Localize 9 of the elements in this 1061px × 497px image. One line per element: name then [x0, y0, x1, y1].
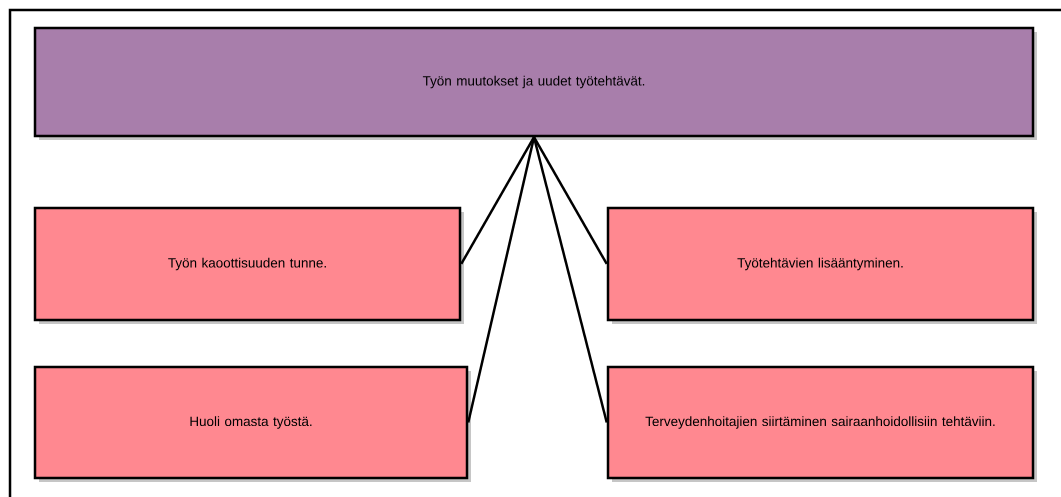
- connector-line: [532, 136, 608, 265]
- topic-box: Huoli omasta työstä.: [33, 365, 469, 480]
- connector-line: [467, 136, 536, 423]
- connector-line: [460, 136, 536, 265]
- connector-line: [532, 136, 608, 423]
- topic-box: Terveydenhoitajien siirtäminen sairaanhoidollisiin tehtäviin.: [606, 365, 1035, 480]
- heading-box: Työn muutokset ja uudet työtehtävät.: [33, 26, 1035, 138]
- topic-box: Työn kaoottisuuden tunne.: [33, 206, 462, 322]
- topic-box: Työtehtävien lisääntyminen.: [606, 206, 1035, 322]
